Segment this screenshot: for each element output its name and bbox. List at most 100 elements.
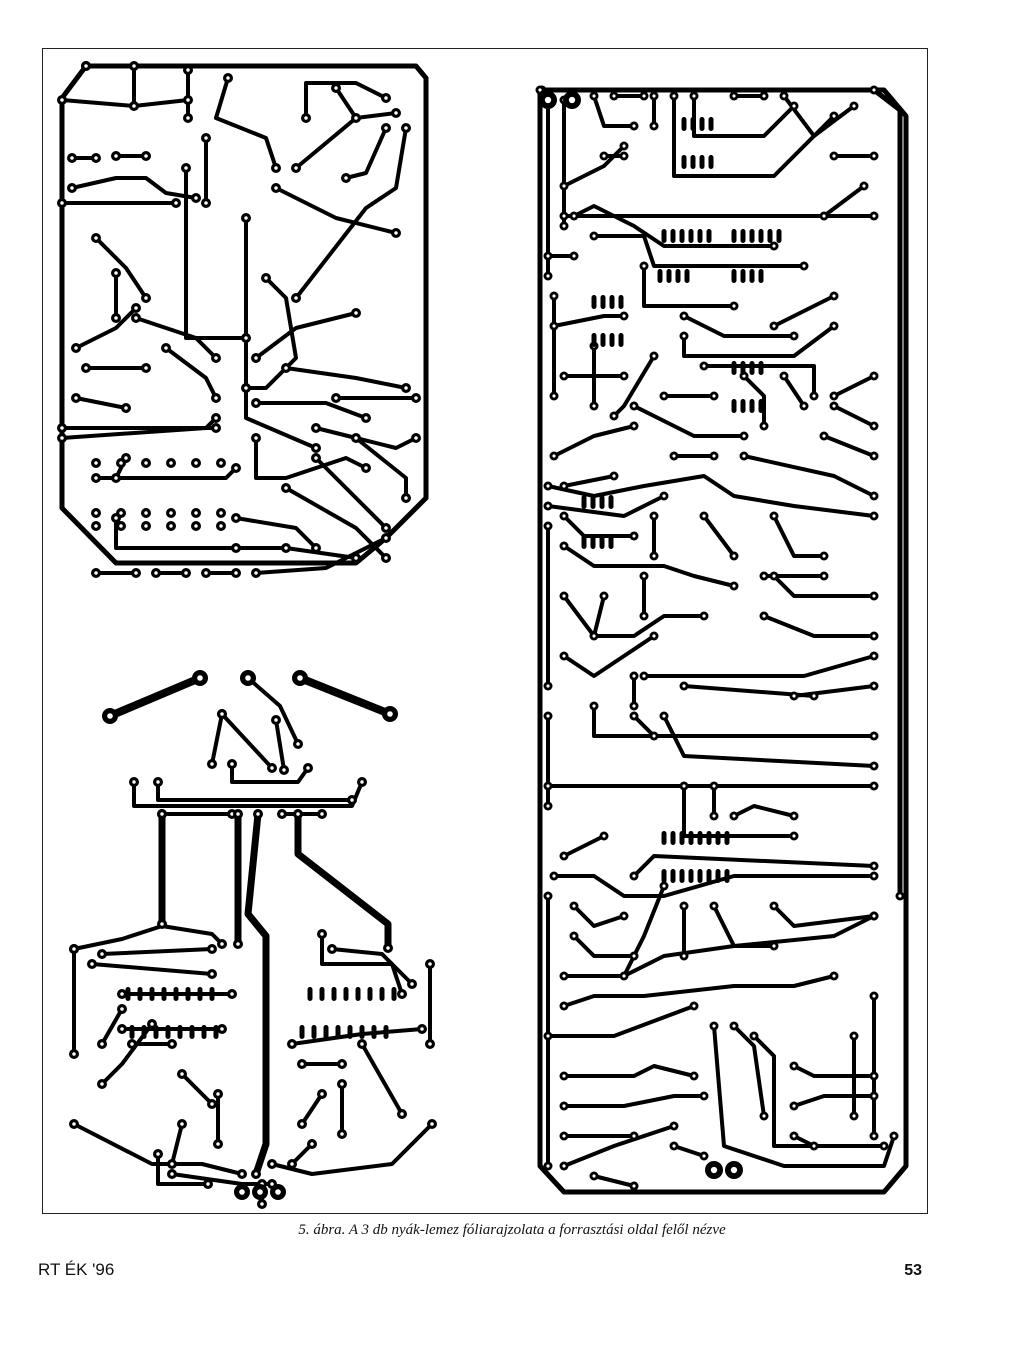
pcb-board-1 xyxy=(57,61,429,578)
ic-pad xyxy=(697,869,703,883)
ic-pad xyxy=(383,1025,389,1039)
ic-pad xyxy=(609,295,615,309)
ic-pad xyxy=(137,987,143,1001)
ic-pad xyxy=(749,269,755,283)
ic-pad xyxy=(688,869,694,883)
ic-pad xyxy=(319,987,325,1001)
ic-pad xyxy=(165,1025,171,1039)
ic-pad xyxy=(307,987,313,1001)
ic-pad xyxy=(371,1025,377,1039)
ic-pad xyxy=(299,1025,305,1039)
pcb-board-2 xyxy=(69,670,437,1209)
ic-pad xyxy=(697,831,703,845)
ic-pad xyxy=(740,399,746,413)
figure-frame xyxy=(42,48,928,1214)
ic-pad xyxy=(581,535,587,549)
ic-pad xyxy=(758,229,764,243)
ic-pad xyxy=(731,229,737,243)
ic-pad xyxy=(600,295,606,309)
pcb-board-1-pads xyxy=(57,61,421,578)
ic-pad xyxy=(141,1025,147,1039)
ic-pad xyxy=(731,361,737,375)
publication-name: RT ÉK '96 xyxy=(38,1260,115,1279)
ic-pad xyxy=(699,117,705,131)
ic-pad xyxy=(679,229,685,243)
pcb-board-3-traces xyxy=(537,87,909,1195)
ic-pad xyxy=(749,399,755,413)
ic-pad xyxy=(776,229,782,243)
ic-pad xyxy=(618,295,624,309)
ic-pad xyxy=(197,987,203,1001)
ic-pad xyxy=(609,333,615,347)
ic-pad xyxy=(600,333,606,347)
ic-pad xyxy=(749,361,755,375)
ic-pad xyxy=(161,987,167,1001)
ic-pad xyxy=(367,987,373,1001)
ic-pad xyxy=(681,155,687,169)
ic-pad xyxy=(724,869,730,883)
ic-pad xyxy=(201,1025,207,1039)
ic-pad xyxy=(688,831,694,845)
ic-pad xyxy=(379,987,385,1001)
ic-pad xyxy=(177,1025,183,1039)
pcb-board-3-pads xyxy=(535,85,905,1191)
ic-pad xyxy=(591,333,597,347)
ic-pad xyxy=(715,869,721,883)
ic-pad xyxy=(706,831,712,845)
ic-pad xyxy=(670,229,676,243)
ic-pad xyxy=(311,1025,317,1039)
ic-pad xyxy=(657,269,663,283)
ic-pad xyxy=(731,269,737,283)
ic-pad xyxy=(679,831,685,845)
ic-pad xyxy=(173,987,179,1001)
ic-pad xyxy=(731,399,737,413)
ic-pad xyxy=(690,155,696,169)
pcb-board-2-pads xyxy=(69,670,437,1209)
ic-pad xyxy=(189,1025,195,1039)
ic-pad xyxy=(681,117,687,131)
ic-pad xyxy=(758,399,764,413)
page-number: 53 xyxy=(904,1262,922,1279)
ic-pad xyxy=(331,987,337,1001)
ic-pad xyxy=(185,987,191,1001)
pcb-board-3 xyxy=(535,85,909,1195)
ic-pad xyxy=(749,229,755,243)
ic-pad xyxy=(758,361,764,375)
ic-pad xyxy=(706,869,712,883)
ic-pad xyxy=(343,987,349,1001)
ic-pad xyxy=(670,869,676,883)
ic-pad xyxy=(708,155,714,169)
ic-pad xyxy=(129,1025,135,1039)
ic-pad xyxy=(675,269,681,283)
ic-pad xyxy=(724,831,730,845)
ic-pad xyxy=(684,269,690,283)
ic-pad xyxy=(740,361,746,375)
ic-pad xyxy=(590,495,596,509)
ic-pad xyxy=(391,987,397,1001)
ic-pad xyxy=(740,229,746,243)
ic-pad xyxy=(608,495,614,509)
ic-pad xyxy=(335,1025,341,1039)
ic-pad xyxy=(618,333,624,347)
ic-pad xyxy=(599,535,605,549)
ic-pad xyxy=(758,269,764,283)
ic-pad xyxy=(740,269,746,283)
ic-pad xyxy=(209,987,215,1001)
ic-pad xyxy=(715,831,721,845)
ic-pad xyxy=(661,869,667,883)
ic-pad xyxy=(153,1025,159,1039)
ic-pad xyxy=(347,1025,353,1039)
ic-pad xyxy=(323,1025,329,1039)
ic-pad xyxy=(699,155,705,169)
ic-pad xyxy=(666,269,672,283)
ic-pad xyxy=(213,1025,219,1039)
ic-pad xyxy=(359,1025,365,1039)
pcb-board-1-traces xyxy=(59,63,429,575)
ic-pad xyxy=(599,495,605,509)
ic-pad xyxy=(581,495,587,509)
ic-pad xyxy=(591,295,597,309)
pcb-board-2-traces xyxy=(72,674,434,1206)
ic-pad xyxy=(679,869,685,883)
ic-pad xyxy=(355,987,361,1001)
ic-pad xyxy=(697,229,703,243)
